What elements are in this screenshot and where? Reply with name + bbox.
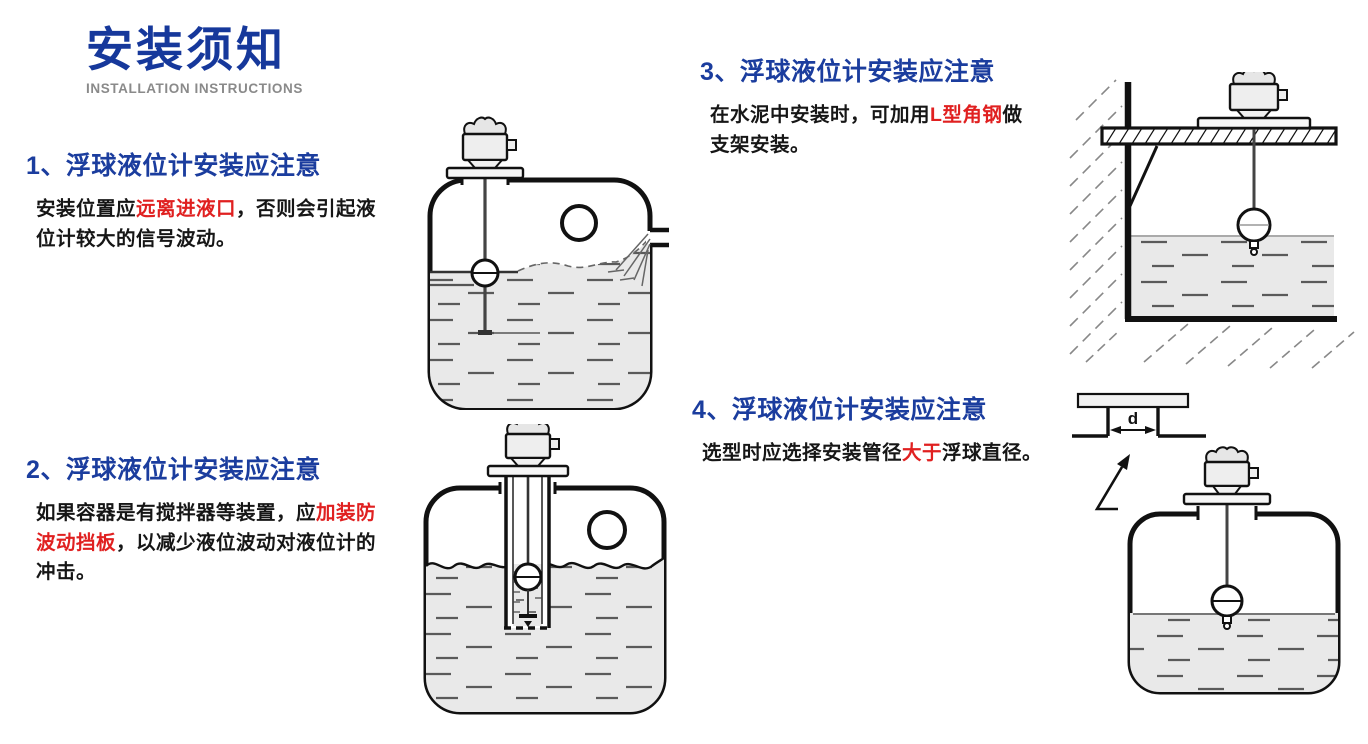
highlighted-text: 加装防波动挡板	[36, 502, 377, 554]
pointer-arrow-shaft	[1094, 466, 1124, 511]
neck	[508, 457, 548, 467]
manhole-port-circle	[560, 204, 598, 242]
detail-flange-plate	[1076, 392, 1190, 409]
section-4-body: 选型时应选择安装管径大于浮球直径。	[692, 439, 1056, 469]
float-tip	[1223, 622, 1231, 630]
float-tip	[1250, 248, 1258, 256]
flange	[486, 464, 570, 478]
float-plug	[1249, 240, 1259, 249]
transmitter-head	[486, 424, 570, 478]
highlighted-text: L型角钢	[930, 104, 1003, 126]
flange	[445, 166, 525, 180]
section-4: 4、浮球液位计安装应注意 选型时应选择安装管径大于浮球直径。	[692, 390, 1056, 469]
tank-inlet-svg	[427, 116, 669, 410]
wall-bracket-svg	[1069, 72, 1355, 369]
text-segment: ，否则会引起液位计较大的信号波动。	[36, 198, 377, 250]
neck	[1211, 485, 1243, 495]
diagram-wall-bracket	[1056, 72, 1362, 372]
rod-stop	[478, 330, 492, 335]
pointer-arrowhead	[1117, 454, 1130, 470]
text-segment: 如果容器是有搅拌器等装置，应	[36, 502, 317, 524]
section-1-heading: 1、浮球液位计安装应注意	[26, 152, 321, 180]
transmitter-cap	[463, 116, 507, 135]
section-1: 1、浮球液位计安装应注意 安装位置应远离进液口，否则会引起液位计较大的信号波动。	[26, 146, 382, 254]
manhole-port-circle	[587, 510, 627, 550]
section-3: 3、浮球液位计安装应注意 在水泥中安装时，可加用L型角钢做支架安装。	[700, 52, 1040, 160]
transmitter-head	[1182, 446, 1272, 506]
page-title: 安装须知	[86, 23, 286, 76]
liquid	[426, 557, 664, 712]
transmitter-cap	[1205, 446, 1249, 463]
floor-hatching	[1085, 323, 1355, 369]
section-1-body: 安装位置应远离进液口，否则会引起液位计较大的信号波动。	[26, 195, 382, 254]
page-subtitle: INSTALLATION INSTRUCTIONS	[86, 80, 303, 96]
junction-box	[504, 432, 552, 460]
rod-foot	[524, 621, 532, 627]
liquid-surface-wavy	[517, 236, 651, 272]
flange	[1196, 116, 1312, 130]
brace	[1128, 145, 1159, 207]
diagram-tank-inlet	[422, 110, 672, 410]
text-segment: 选型时应选择安装管径	[702, 442, 903, 464]
transmitter-head	[1196, 72, 1312, 130]
title-block: 安装须知 INSTALLATION INSTRUCTIONS	[86, 24, 303, 96]
cable-gland	[1248, 467, 1259, 479]
nozzle-stubs	[1196, 506, 1258, 520]
highlighted-text: 大于	[902, 442, 943, 464]
inlet-pipe	[650, 227, 669, 248]
section-2-heading: 2、浮球液位计安装应注意	[26, 456, 321, 484]
flange	[1182, 492, 1272, 506]
text-segment: 在水泥中安装时，可加用	[710, 104, 931, 126]
text-segment: ，以减少液位波动对液位计的冲击。	[36, 531, 377, 584]
cable-gland	[506, 139, 517, 151]
pipe-diameter-svg: d	[1072, 392, 1341, 695]
section-2-body: 如果容器是有搅拌器等装置，应加装防波动挡板，以减少液位波动对液位计的冲击。	[26, 499, 382, 588]
liquid	[1131, 235, 1334, 316]
stilling-well-walls	[504, 474, 551, 628]
transmitter-cap	[506, 424, 550, 435]
float-plug	[1222, 615, 1232, 624]
section-2: 2、浮球液位计安装应注意 如果容器是有搅拌器等装置，应加装防波动挡板，以减少液位…	[26, 450, 382, 588]
wall-hatching	[1069, 79, 1123, 355]
inflow-splash-lines	[607, 233, 651, 287]
diagram-stilling-well	[420, 424, 670, 736]
cable-gland	[549, 438, 560, 450]
text-segment: 安装位置应	[36, 198, 137, 220]
nozzle-detail: d	[1072, 392, 1206, 438]
transmitter-cap	[1232, 72, 1276, 85]
junction-box	[1203, 460, 1251, 488]
section-4-heading: 4、浮球液位计安装应注意	[692, 396, 987, 424]
text-segment: 浮球直径。	[942, 442, 1043, 464]
nozzle-stubs	[498, 482, 557, 494]
junction-box	[1228, 82, 1280, 112]
section-3-body: 在水泥中安装时，可加用L型角钢做支架安装。	[700, 101, 1040, 160]
dimension-arrowhead-right	[1145, 426, 1156, 434]
junction-box	[461, 132, 509, 162]
dimension-arrowhead-left	[1110, 426, 1121, 434]
liquid	[1130, 613, 1338, 692]
inlet-wall-gap	[646, 231, 655, 244]
transmitter-head	[445, 116, 525, 180]
stilling-well-svg	[423, 424, 667, 715]
rod-stop	[519, 614, 537, 618]
text-segment: 做支架安装。	[710, 104, 1023, 156]
wave-surface-line	[426, 557, 664, 570]
diagram-pipe-diameter: d	[1072, 386, 1368, 732]
highlighted-text: 远离进液口	[136, 198, 237, 220]
cable-gland	[1277, 89, 1288, 101]
section-3-heading: 3、浮球液位计安装应注意	[700, 58, 995, 86]
dimension-label: d	[1128, 409, 1138, 428]
